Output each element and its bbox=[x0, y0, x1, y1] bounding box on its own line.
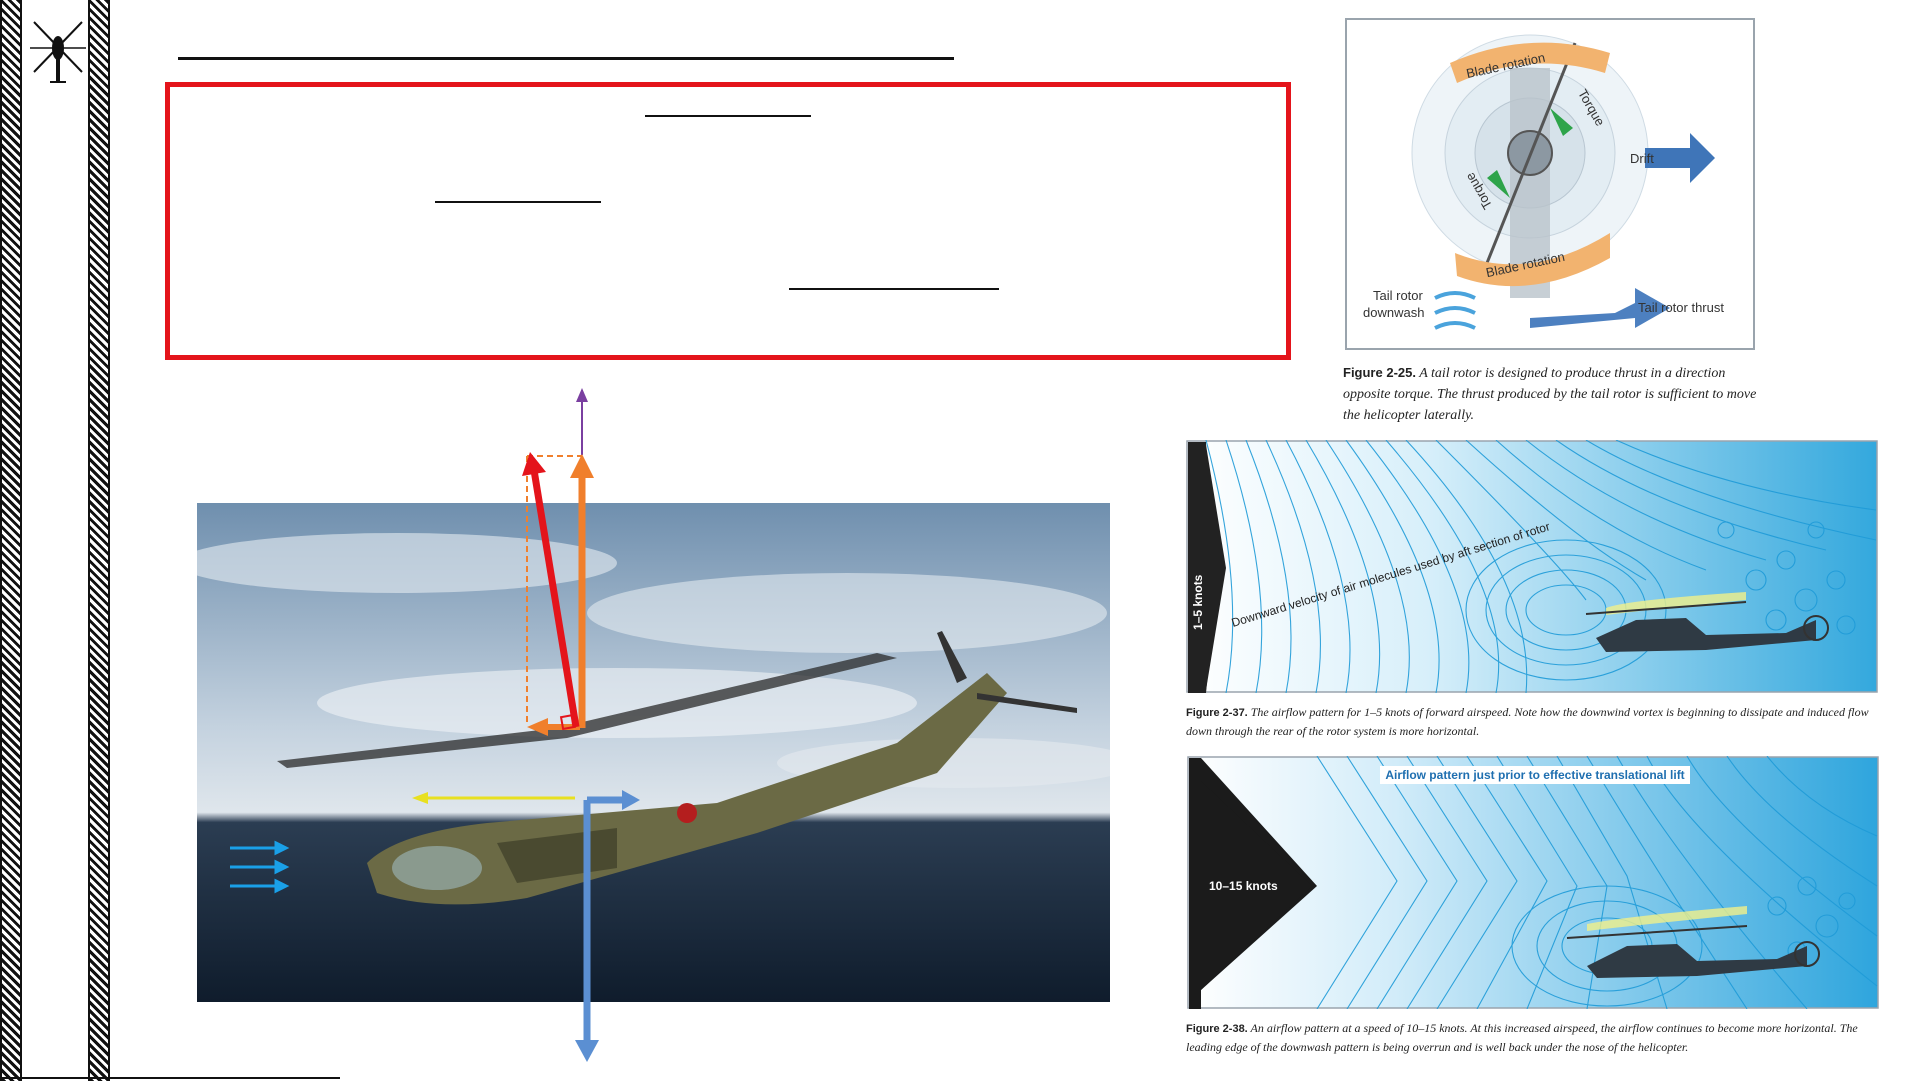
drift-label: Drift bbox=[1630, 151, 1654, 166]
lift-vector-arrowhead bbox=[570, 454, 594, 478]
blank-line-1 bbox=[645, 115, 811, 117]
figure-2-25-diagram: Blade rotation Blade rotation Torque Tor… bbox=[1345, 18, 1755, 350]
title-rule bbox=[178, 57, 954, 60]
right-hatch-bar bbox=[88, 0, 110, 1081]
blank-line-3 bbox=[789, 288, 999, 290]
figure-2-37-diagram: 1–5 knots Downward velocity of air molec… bbox=[1186, 440, 1878, 693]
helicopter-logo-icon bbox=[30, 21, 86, 83]
figure-2-25-caption-text: A tail rotor is designed to produce thru… bbox=[1343, 366, 1757, 423]
figure-2-38-banner: Airflow pattern just prior to effective … bbox=[1385, 768, 1684, 782]
figure-2-25-caption: Figure 2-25. A tail rotor is designed to… bbox=[1343, 362, 1763, 426]
figure-2-37-caption-text: The airflow pattern for 1–5 knots of for… bbox=[1186, 705, 1869, 738]
highlight-box bbox=[165, 82, 1291, 360]
figure-2-38-speed-label: 10–15 knots bbox=[1209, 879, 1278, 893]
figure-2-38-caption-text: An airflow pattern at a speed of 10–15 k… bbox=[1186, 1021, 1858, 1054]
figure-2-37-caption: Figure 2-37. The airflow pattern for 1–5… bbox=[1186, 703, 1886, 740]
vertical-component-arrowhead bbox=[576, 388, 588, 402]
figure-2-38-caption-number: Figure 2-38. bbox=[1186, 1023, 1248, 1035]
tail-rotor-thrust-label: Tail rotor thrust bbox=[1638, 300, 1724, 315]
footer-rule bbox=[0, 1077, 340, 1079]
relative-wind-arrows bbox=[230, 840, 290, 894]
tail-rotor-downwash-label: Tail rotor downwash bbox=[1363, 288, 1426, 320]
figure-2-37-speed-label: 1–5 knots bbox=[1191, 574, 1205, 630]
figure-2-25-caption-number: Figure 2-25. bbox=[1343, 365, 1416, 380]
total-rotor-thrust-vector bbox=[530, 469, 580, 728]
helicopter-photo bbox=[197, 503, 1110, 1002]
blank-line-2 bbox=[435, 201, 601, 203]
left-hatch-bar bbox=[0, 0, 22, 1081]
figure-2-37-caption-number: Figure 2-37. bbox=[1186, 707, 1248, 719]
figure-2-38-caption: Figure 2-38. An airflow pattern at a spe… bbox=[1186, 1019, 1886, 1056]
figure-2-38-diagram: Airflow pattern just prior to effective … bbox=[1187, 756, 1879, 1009]
